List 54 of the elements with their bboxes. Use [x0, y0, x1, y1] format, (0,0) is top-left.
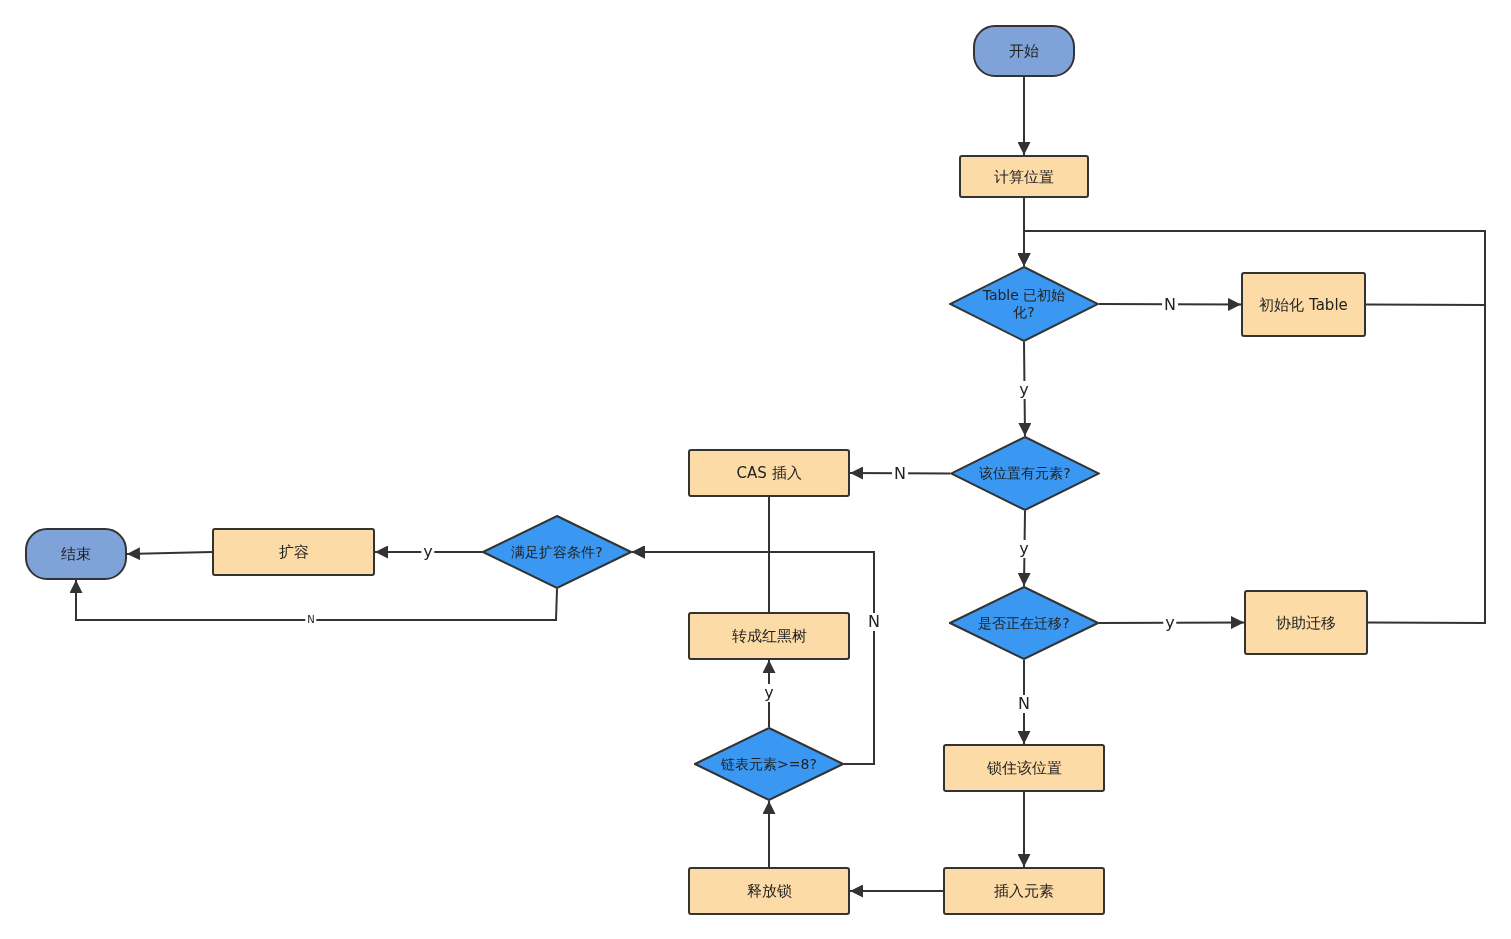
edge-label: y: [1017, 381, 1031, 399]
node-text: 是否正在迁移?: [978, 614, 1070, 632]
decision-diamond: [949, 586, 1099, 660]
decision-diamond: [482, 515, 632, 589]
arrow: [126, 547, 213, 561]
node-text: 插入元素: [994, 882, 1054, 900]
node-text: 结束: [61, 545, 91, 563]
process-box: [1241, 272, 1366, 337]
decision-diamond: [950, 436, 1100, 511]
node-text: 链表元素>=8?: [721, 755, 817, 773]
process-box: [943, 867, 1105, 915]
node-text: 转成红黑树: [731, 627, 807, 645]
arrow: [1017, 230, 1486, 624]
node-text: 协助迁移: [1276, 613, 1336, 632]
arrow: [762, 659, 776, 728]
arrow: [1017, 791, 1031, 868]
edge-label: N: [1016, 695, 1032, 713]
edge-label: N: [305, 614, 317, 626]
arrow: [374, 545, 483, 559]
process-box: [959, 155, 1089, 198]
decision-diamond: [949, 266, 1099, 342]
arrow: [849, 466, 951, 480]
edge-label: y: [1017, 540, 1031, 558]
node-text: CAS 插入: [736, 464, 802, 482]
node-text: 锁住该位置: [986, 759, 1062, 777]
decision-diamond: [694, 727, 844, 801]
process-box: [943, 744, 1105, 792]
node-text: 释放锁: [746, 882, 792, 900]
arrow: [849, 884, 944, 898]
edge-label: y: [762, 684, 776, 702]
process-box: [688, 867, 850, 915]
arrow: [631, 545, 770, 613]
process-box: [1244, 590, 1368, 655]
arrow: [1098, 616, 1245, 630]
process-box: [688, 449, 850, 497]
arrow: [69, 579, 558, 621]
arrow: [1098, 297, 1242, 311]
arrow: [1017, 510, 1031, 587]
arrow: [1017, 659, 1031, 745]
arrow: [1017, 76, 1031, 156]
node-text: 满足扩容条件?: [511, 543, 603, 561]
node-text: 该位置有元素?: [979, 465, 1071, 482]
process-box: [688, 612, 850, 660]
node-text: 计算位置: [994, 167, 1054, 186]
node-text: 开始: [1009, 42, 1039, 60]
terminal-box: [973, 25, 1075, 77]
edge-label: N: [866, 613, 882, 631]
terminal-box: [25, 528, 127, 580]
arrow: [1018, 341, 1032, 437]
node-text: 扩容: [278, 543, 309, 561]
node-text: 初始化 Table: [1259, 295, 1348, 314]
arrow: [762, 800, 776, 868]
process-box: [212, 528, 375, 576]
node-text: Table 已初始化?: [981, 287, 1067, 321]
